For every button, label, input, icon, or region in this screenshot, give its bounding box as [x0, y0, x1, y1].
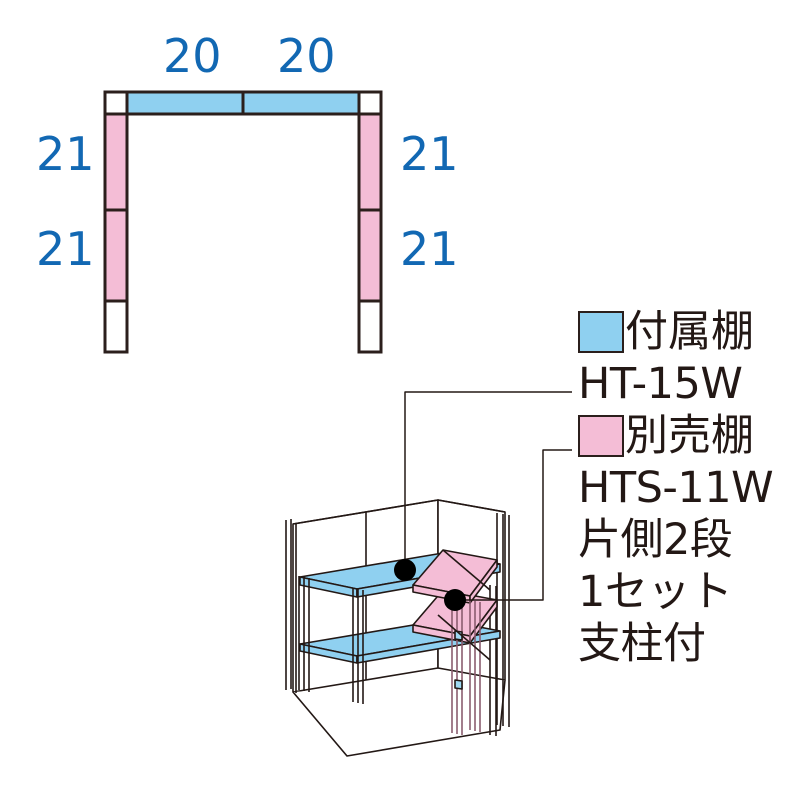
isometric-drawing — [285, 391, 572, 757]
legend-item-included-shelf: 付属棚 — [578, 306, 800, 358]
corner-top-left-segment — [103, 90, 129, 116]
dimension-left-lower: 21 — [36, 222, 95, 276]
legend-label-included-shelf: 付属棚 — [625, 306, 754, 357]
dimension-top-left: 20 — [163, 29, 222, 83]
dimension-left-upper: 21 — [36, 127, 95, 181]
reference-lines — [437, 549, 491, 661]
legend-model-optional-shelf: HTS-11W — [578, 463, 774, 513]
top-bar-right-segment — [241, 90, 361, 116]
callout-leaders — [404, 391, 572, 601]
front-elevation-frame — [103, 90, 383, 354]
pink-callout-dot — [444, 589, 466, 611]
legend-note-set-count: 1セット — [578, 567, 733, 617]
legend-label-optional-shelf: 別売棚 — [625, 410, 754, 461]
legend-model-included-shelf: HT-15W — [578, 359, 743, 409]
left-leg-lower-segment — [103, 208, 129, 303]
legend-swatch-pink — [578, 415, 624, 457]
blue-callout-leader — [404, 391, 572, 570]
right-leg-lower-segment — [357, 208, 383, 303]
dimension-top-right: 20 — [277, 29, 336, 83]
dimension-right-upper: 21 — [400, 127, 459, 181]
legend: 付属棚 HT-15W 別売棚 HTS-11W 片側2段 1セット 支柱付 — [578, 306, 800, 670]
legend-item-optional-shelf: 別売棚 — [578, 410, 800, 462]
shelf-brackets — [454, 630, 463, 690]
blue-shelf-posts — [298, 576, 364, 704]
legend-note-posts-included: 支柱付 — [578, 619, 706, 669]
right-leg-upper-segment — [357, 112, 383, 212]
corner-top-right-segment — [357, 90, 383, 116]
left-leg-upper-segment — [103, 112, 129, 212]
legend-swatch-blue — [578, 311, 624, 353]
pink-shelf-posts — [451, 596, 481, 735]
blue-callout-dot — [394, 559, 416, 581]
dimension-right-lower: 21 — [400, 222, 459, 276]
pink-callout-leader — [455, 449, 572, 601]
top-bar-left-segment — [125, 90, 245, 116]
left-leg-foot-segment — [103, 299, 129, 354]
legend-note-tiers: 片側2段 — [578, 515, 733, 565]
right-leg-foot-segment — [357, 299, 383, 354]
